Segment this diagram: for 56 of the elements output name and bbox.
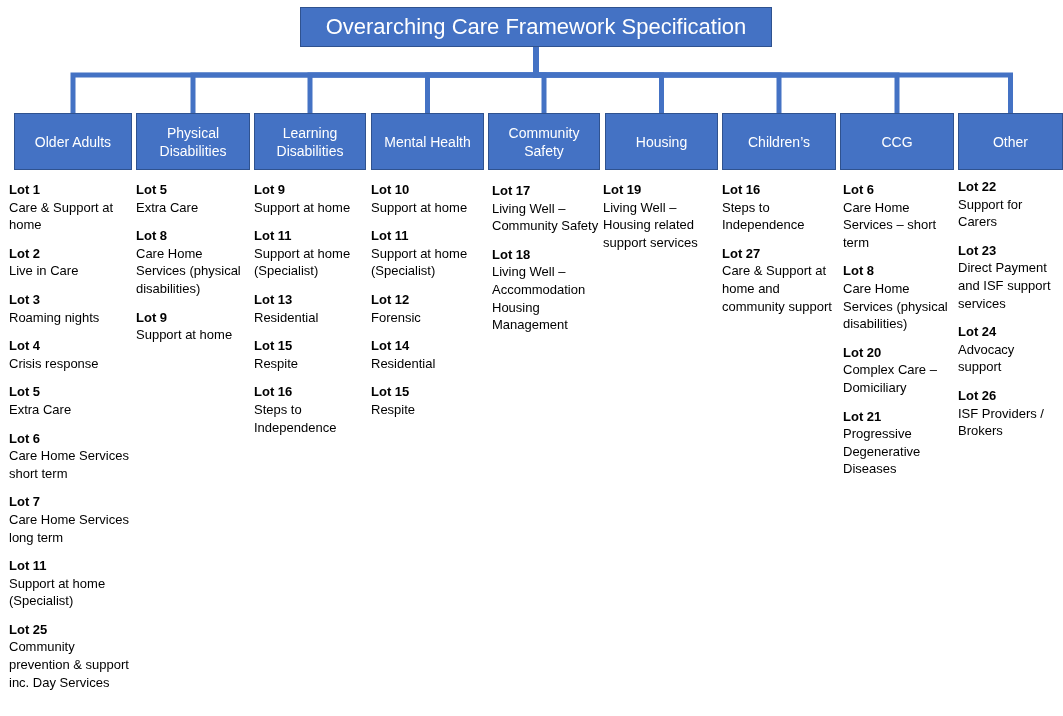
category-label: Learning Disabilities [275, 123, 345, 160]
category-box [14, 113, 132, 170]
lot-entry: Lot 14 Residential [371, 337, 437, 373]
lot-entry: Lot 26 ISF Providers / Brokers [958, 386, 1045, 440]
lot-entry: Lot 22 Support for Carers [958, 178, 1024, 231]
lot-entry: Lot 12 Forensic [371, 290, 422, 327]
category-label: Children’s [748, 132, 810, 151]
category-box [254, 113, 366, 170]
lot-entry: Lot 25 Community prevention & support inc. Day Services [9, 620, 130, 692]
header-title: Overarching Care Framework Specification [325, 14, 747, 40]
category-label: Housing [635, 132, 688, 151]
category-box [840, 113, 954, 170]
lot-entry: Lot 16 Steps to Independence [722, 181, 806, 234]
lot-entry: Lot 5 Extra Care [9, 383, 73, 419]
category-label: Older Adults [34, 132, 112, 151]
lot-entry: Lot 15 Respite [254, 337, 300, 373]
lot-entry: Lot 24 Advocacy support [958, 323, 1016, 376]
category-label: Physical Disabilities [158, 123, 228, 160]
lot-entry: Lot 7 Care Home Services long term [9, 493, 130, 547]
lot-entry: Lot 19 Living Well – Housing related support services [603, 181, 699, 252]
category-box [371, 113, 484, 170]
lot-entry: Lot 27 Care & Support at home and community support [722, 244, 833, 316]
lot-entry: Lot 3 Roaming nights [9, 290, 101, 327]
lot-entry: Lot 18 Living Well – Accommodation Housing Management [492, 245, 587, 334]
category-box [722, 113, 836, 170]
lot-entry: Lot 1 Care & Support at home [9, 181, 115, 234]
lot-entry: Lot 17 Living Well – Community Safety [492, 182, 600, 235]
lot-entry: Lot 4 Crisis response [9, 337, 100, 373]
category-box [958, 113, 1063, 170]
lot-entry: Lot 6 Care Home Services short term [9, 429, 130, 483]
lot-entry: Lot 8 Care Home Services (physical disabilities) [843, 262, 949, 333]
lot-entry: Lot 11 Support at home (Specialist) [9, 557, 107, 610]
category-box [488, 113, 600, 170]
header-box [300, 7, 772, 47]
category-box [136, 113, 250, 170]
lot-entry: Lot 9 Support at home [136, 308, 234, 344]
lot-entry: Lot 8 Care Home Services (physical disabilities) [136, 227, 242, 298]
lot-entry: Lot 15 Respite [371, 383, 417, 419]
lot-entry: Lot 11 Support at home (Specialist) [371, 227, 469, 280]
lot-entry: Lot 9 Support at home [254, 181, 352, 217]
category-label: Community Safety [507, 123, 581, 160]
lot-entry: Lot 11 Support at home (Specialist) [254, 227, 352, 280]
lot-entry: Lot 2 Live in Care [9, 244, 80, 280]
category-label: CCG [881, 132, 913, 151]
lot-entry: Lot 23 Direct Payment and ISF support services [958, 241, 1052, 313]
lot-entry: Lot 21 Progressive Degenerative Diseases [843, 407, 922, 478]
lot-entry: Lot 20 Complex Care – Domiciliary [843, 343, 938, 397]
category-label: Mental Health [384, 132, 471, 151]
category-box [605, 113, 718, 170]
connector-line [533, 47, 1013, 113]
lot-entry: Lot 16 Steps to Independence [254, 383, 338, 437]
lot-entry: Lot 5 Extra Care [136, 181, 200, 217]
category-label: Other [993, 132, 1028, 151]
lot-entry: Lot 6 Care Home Services – short term [843, 181, 938, 252]
lot-entry: Lot 10 Support at home [371, 181, 469, 217]
lot-entry: Lot 13 Residential [254, 290, 320, 327]
